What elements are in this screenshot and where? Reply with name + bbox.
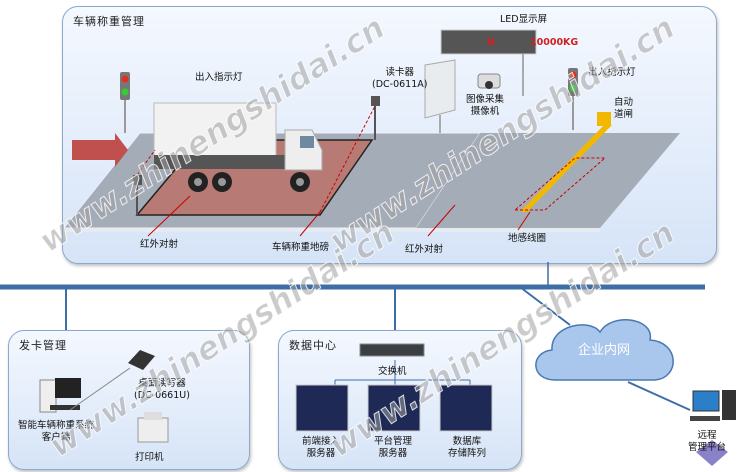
light-left-label: 出入指示灯	[195, 72, 243, 83]
ir-left-label: 红外对射	[140, 239, 179, 250]
desk-reader-model: (DC-0661U)	[134, 390, 190, 401]
camera-label: 图像采集 摄像机	[466, 94, 504, 118]
server-0-line2: 服务器	[306, 448, 336, 459]
light-right-label: 出入指示灯	[588, 67, 636, 78]
server-2-line2: 存储阵列	[448, 448, 487, 459]
led-label: LED显示屏	[500, 14, 548, 25]
platform-right	[416, 133, 680, 228]
client-line1: 智能车辆称重系统	[18, 420, 95, 431]
client-pc-icon	[39, 378, 81, 413]
server-icon	[295, 384, 349, 432]
server-label-0: 前端接入 服务器	[302, 436, 340, 460]
gate-box	[597, 112, 611, 126]
ground-loop	[513, 157, 607, 211]
remote-pc-icon	[690, 390, 736, 466]
printer-label: 打印机	[135, 452, 164, 463]
desk-reader-label: 桌面读写器 (DC-0661U)	[134, 378, 190, 402]
traffic-light-left	[120, 72, 130, 133]
cloud-icon	[535, 319, 674, 381]
reader-label: 读卡器 (DC-0611A)	[372, 67, 427, 91]
cloud-label: 企业内网	[578, 343, 631, 358]
desk-reader-icon	[128, 350, 155, 370]
led-text-right: 10000KG	[530, 37, 579, 48]
datacenter-title: 数据中心	[289, 339, 337, 352]
switch-label: 交换机	[378, 366, 407, 377]
gate-line2: 道闸	[614, 109, 634, 120]
desk-reader-name: 桌面读写器	[138, 378, 186, 389]
entry-arrow	[72, 133, 128, 167]
server-label-2: 数据库 存储阵列	[448, 436, 486, 460]
led-text-left: N	[487, 37, 495, 48]
server-label-1: 平台管理 服务器	[374, 436, 412, 460]
camera-line1: 图像采集	[466, 94, 505, 105]
ir-right-label: 红外对射	[405, 244, 444, 255]
server-icon	[439, 384, 493, 432]
server-icon	[367, 384, 421, 432]
gate-label: 自动 道闸	[614, 97, 633, 121]
server-2-line1: 数据库	[452, 436, 482, 447]
card-title: 发卡管理	[19, 339, 67, 352]
reader-model: (DC-0611A)	[372, 79, 428, 90]
ir-sensor-left	[133, 175, 142, 185]
remote-line1: 远程	[697, 430, 717, 441]
traffic-light-right	[568, 68, 578, 130]
truck	[153, 102, 323, 192]
gate-line1: 自动	[614, 97, 634, 108]
camera-line2: 摄像机	[470, 106, 500, 117]
printer-icon	[137, 412, 169, 443]
ir-sensor-right	[371, 96, 380, 106]
client-line2: 客户端	[41, 432, 71, 443]
server-1-line1: 平台管理	[374, 436, 413, 447]
scale-label: 车辆称重地磅	[272, 242, 330, 253]
platform-edge	[64, 228, 600, 232]
server-1-line2: 服务器	[378, 448, 408, 459]
card-reader	[424, 59, 456, 119]
weighing-title: 车辆称重管理	[73, 15, 145, 28]
loop-label: 地感线圈	[508, 233, 547, 244]
led-display	[440, 29, 537, 55]
switch-icon	[359, 343, 425, 357]
remote-line2: 管理平台	[688, 442, 727, 453]
gate-arm	[520, 125, 612, 212]
reader-name: 读卡器	[385, 67, 414, 78]
server-0-line1: 前端接入	[302, 436, 341, 447]
remote-label: 远程 管理平台	[688, 430, 726, 454]
client-label: 智能车辆称重系统 客户端	[18, 420, 94, 444]
